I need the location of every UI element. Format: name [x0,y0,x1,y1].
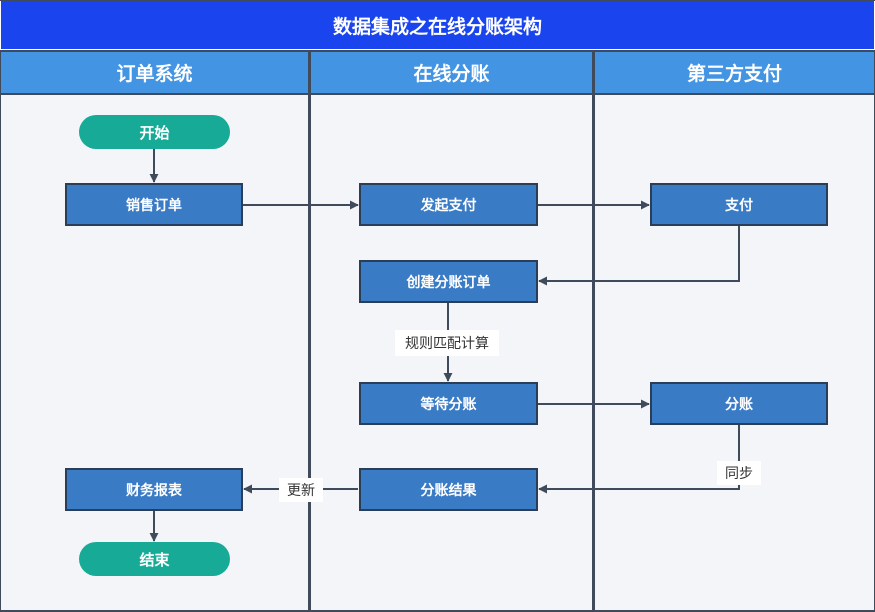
diagram-title: 数据集成之在线分账架构 [1,1,874,49]
lane-body-third-party-payment [595,95,874,610]
node-start: 开始 [79,115,230,149]
lane-header-third-party-payment: 第三方支付 [595,52,874,93]
node-end: 结束 [79,542,230,576]
edge-payment-to-create-split-order [538,226,740,286]
node-finance-report: 财务报表 [65,468,243,511]
edge-label-rule-match: 规则匹配计算 [395,330,499,356]
lane-header-order-system: 订单系统 [1,52,308,93]
lane-header-online-split: 在线分账 [311,52,592,93]
edge-split-to-split-result [538,425,740,494]
node-wait-split: 等待分账 [359,382,538,425]
node-sales-order: 销售订单 [65,183,243,226]
node-split: 分账 [650,382,828,425]
border-top [0,0,875,1]
edge-label-sync: 同步 [717,461,761,485]
node-payment: 支付 [650,183,828,226]
node-create-split-order: 创建分账订单 [359,260,538,303]
node-initiate-payment: 发起支付 [359,183,538,226]
border-bottom [0,610,875,612]
lane-divider-2 [592,50,595,612]
divider-title [0,50,875,52]
node-split-result: 分账结果 [359,468,538,511]
divider-header [0,93,875,95]
edge-label-update: 更新 [279,478,323,502]
border-left [0,50,1,612]
lane-divider-1 [308,50,311,612]
